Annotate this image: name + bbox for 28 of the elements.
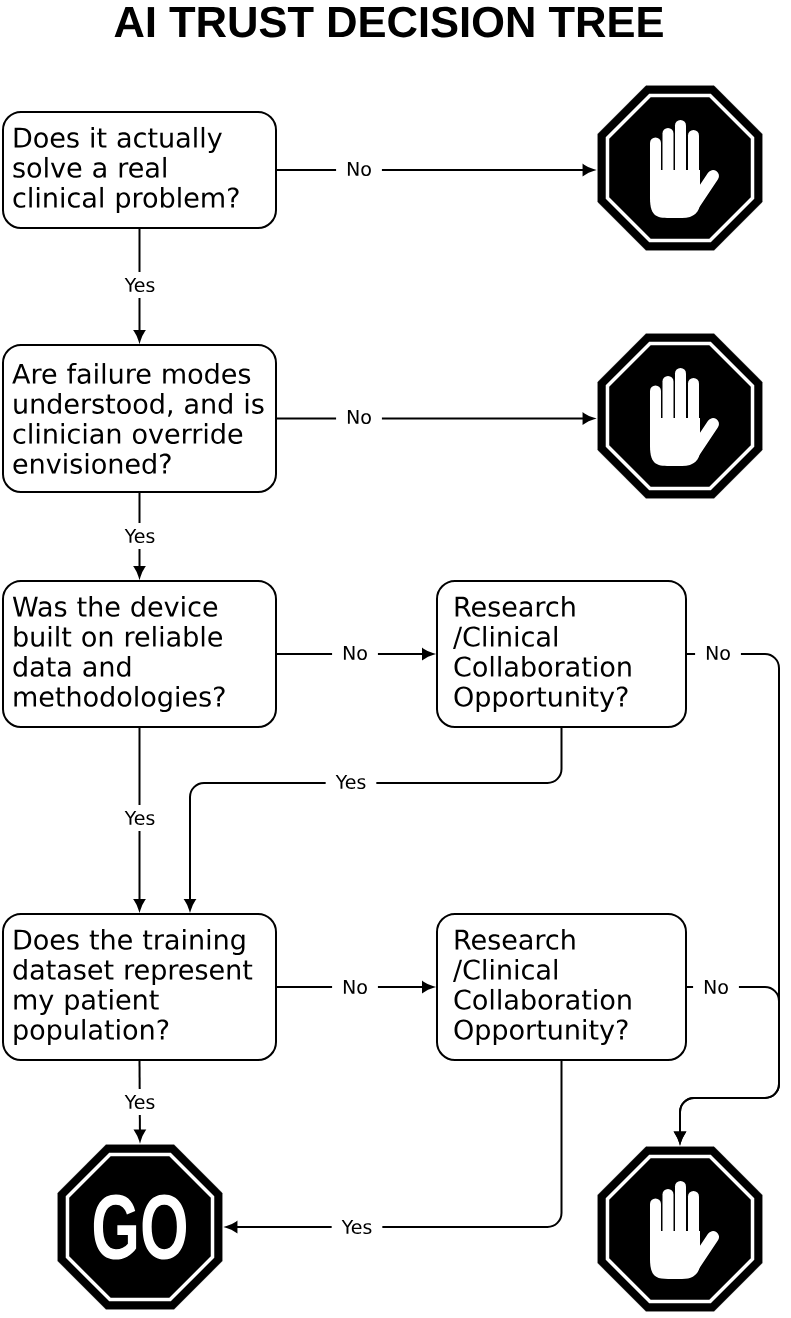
question-box: Research /Clinical Collaboration Opportunity?: [436, 913, 687, 1061]
arrow: [133, 727, 146, 911]
question-box: Does it actually solve a real clinical problem?: [2, 111, 277, 229]
edge-label: Yes: [331, 1213, 383, 1241]
edge-label: Yes: [114, 804, 166, 832]
edge-label: No: [332, 973, 378, 1001]
arrow: [184, 727, 563, 911]
question-box: Research /Clinical Collaboration Opportunity?: [436, 580, 687, 728]
question-box: Are failure modes understood, and is clinician override envisioned?: [2, 344, 277, 493]
edge-label: No: [336, 403, 382, 431]
arrow: [133, 492, 146, 578]
stop-sign: [597, 1146, 763, 1312]
edge-label: Yes: [114, 271, 166, 299]
edge-label: No: [332, 639, 378, 667]
edge-label: Yes: [325, 768, 377, 796]
edge-label: No: [693, 973, 739, 1001]
go-sign: GO: [57, 1144, 223, 1310]
edge-label: Yes: [114, 1088, 166, 1116]
arrow: [276, 412, 595, 425]
edge-label: No: [336, 155, 382, 183]
arrow: [225, 1060, 563, 1233]
stop-sign: [597, 85, 763, 251]
question-box: Does the training dataset represent my patient population?: [2, 913, 277, 1061]
title: AI TRUST DECISION TREE: [114, 6, 663, 38]
question-box: Was the device built on reliable data and methodologies?: [2, 580, 277, 728]
stop-sign: [597, 333, 763, 499]
edge-label: No: [695, 639, 741, 667]
edge-label: Yes: [114, 522, 166, 550]
